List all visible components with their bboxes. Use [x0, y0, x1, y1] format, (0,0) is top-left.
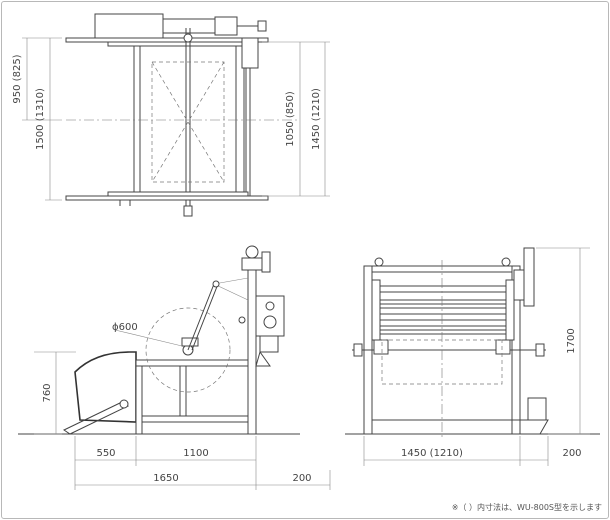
side-drive [523, 247, 535, 307]
cylinder-head [214, 16, 238, 36]
side-view: ϕ600 760 550 1100 1650 200 [18, 245, 331, 490]
lower-frame [135, 415, 257, 423]
left-frame [133, 45, 141, 197]
pedal-box [527, 397, 547, 421]
dim-1450-1210-front: 1450 (1210) [401, 448, 463, 459]
dim-550: 550 [96, 448, 115, 459]
shaft-end [183, 205, 193, 217]
hopper [74, 351, 137, 423]
dim-1700: 1700 [566, 328, 577, 353]
top-pulley [245, 245, 259, 259]
dim-200-front: 200 [562, 448, 581, 459]
footnote: ※（ ）内寸法は、WU-800S型を示します [452, 502, 602, 512]
motor-housing [94, 13, 164, 39]
roller-1 [373, 285, 513, 293]
frame-leg-left [135, 365, 143, 435]
hopper-arm [62, 401, 130, 435]
bottom-crossbar [107, 191, 249, 197]
cylinder [162, 18, 216, 34]
roller-3 [373, 313, 513, 321]
top-rail [65, 37, 269, 43]
dim-200-side: 200 [292, 473, 311, 484]
shaft-hub-top [183, 33, 193, 43]
dim-1500-1310: 1500 (1310) [35, 88, 46, 150]
web-area [151, 61, 225, 183]
bottom-rail [65, 195, 269, 201]
dim-1050-850: 1050 (850) [285, 91, 296, 147]
cylinder-end [257, 20, 267, 32]
top-view: 950 (825) 1500 (1310) 1050 (850) 1450 (1… [12, 13, 330, 217]
dim-1450-1210-top: 1450 (1210) [311, 88, 322, 150]
front-view: 1700 1450 (1210) 200 [345, 247, 600, 466]
right-drive [241, 37, 259, 69]
frame-upright [247, 269, 257, 435]
roll-diameter-label: ϕ600 [112, 322, 138, 333]
dim-950-825: 950 (825) [12, 54, 23, 103]
dim-1650: 1650 [153, 473, 178, 484]
top-block [241, 257, 265, 271]
upper-frame [135, 359, 257, 367]
roll-outline [145, 307, 231, 393]
frame-leg-mid [179, 365, 187, 417]
dim-1100: 1100 [183, 448, 208, 459]
top-crossbar [107, 41, 249, 47]
dim-760: 760 [42, 383, 53, 402]
